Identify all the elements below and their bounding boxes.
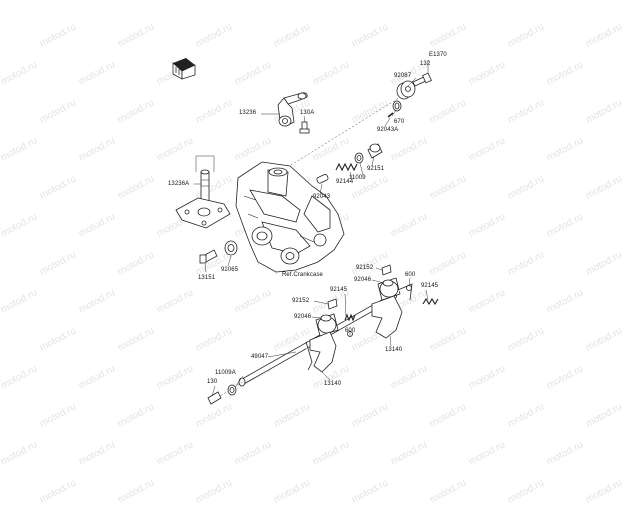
- bolt-130a: [300, 122, 309, 133]
- label-600-top: 600: [405, 272, 415, 279]
- spring-92144: [336, 164, 357, 170]
- bolt-132: [413, 73, 431, 86]
- watermark-text: motod.ru: [584, 477, 624, 505]
- label-92145-mid: 92145: [330, 287, 347, 294]
- label-130: 130: [207, 379, 217, 386]
- watermark-text: motod.ru: [116, 477, 156, 505]
- manual-book-icon: [173, 58, 195, 79]
- label-92151: 92151: [367, 166, 384, 173]
- label-13151: 13151: [198, 275, 215, 282]
- label-600-mid: 600: [345, 328, 355, 335]
- label-92065: 92065: [221, 267, 238, 274]
- label-92152-mid: 92152: [292, 298, 309, 305]
- spring-92145-right: [423, 299, 438, 304]
- watermark-text: motod.ru: [428, 477, 468, 505]
- label-13236a: 13236A: [168, 181, 189, 188]
- label-92145-right: 92145: [421, 283, 438, 290]
- shift-drum-cam: [397, 81, 415, 99]
- ring-11009: [355, 153, 363, 163]
- shift-fork-left: [306, 314, 338, 372]
- label-92087: 92087: [394, 73, 411, 80]
- label-11009a: 11009A: [215, 370, 236, 377]
- label-92046-mid: 92046: [294, 314, 311, 321]
- label-13140-right: 13140: [385, 347, 402, 354]
- watermark-text: motod.ru: [194, 477, 234, 505]
- diagram-code: E1370: [429, 52, 447, 59]
- ring-11009a: [228, 385, 236, 395]
- label-13236: 13236: [239, 110, 256, 117]
- bolt-130: [208, 392, 221, 404]
- watermark-text: motod.ru: [350, 477, 390, 505]
- label-92144: 92144: [336, 179, 353, 186]
- reference-note: Ref.Crankcase: [282, 272, 323, 279]
- part-92151: [368, 144, 382, 158]
- pin-92043: [316, 174, 329, 184]
- ball-600-top: [407, 286, 412, 291]
- label-92046-top: 92046: [354, 277, 371, 284]
- label-92043a: 92043A: [377, 127, 398, 134]
- watermark-text: motod.ru: [506, 477, 546, 505]
- label-130a: 130A: [300, 110, 314, 117]
- label-92043: 92043: [313, 194, 330, 201]
- label-13140-left: 13140: [324, 381, 341, 388]
- washer-92065: [225, 241, 237, 255]
- parts-diagram: [0, 0, 625, 468]
- bolt-13151: [200, 250, 217, 263]
- shift-shaft-assembly: [176, 170, 230, 228]
- shift-fork-right: [372, 278, 412, 338]
- label-92152-top: 92152: [356, 265, 373, 272]
- label-670: 670: [394, 119, 404, 126]
- ring-670: [393, 101, 401, 111]
- watermark-text: motod.ru: [38, 477, 78, 505]
- pin-92043a: [388, 113, 393, 117]
- label-132: 132: [420, 61, 430, 68]
- watermark-text: motod.ru: [272, 477, 312, 505]
- label-49047: 49047: [251, 354, 268, 361]
